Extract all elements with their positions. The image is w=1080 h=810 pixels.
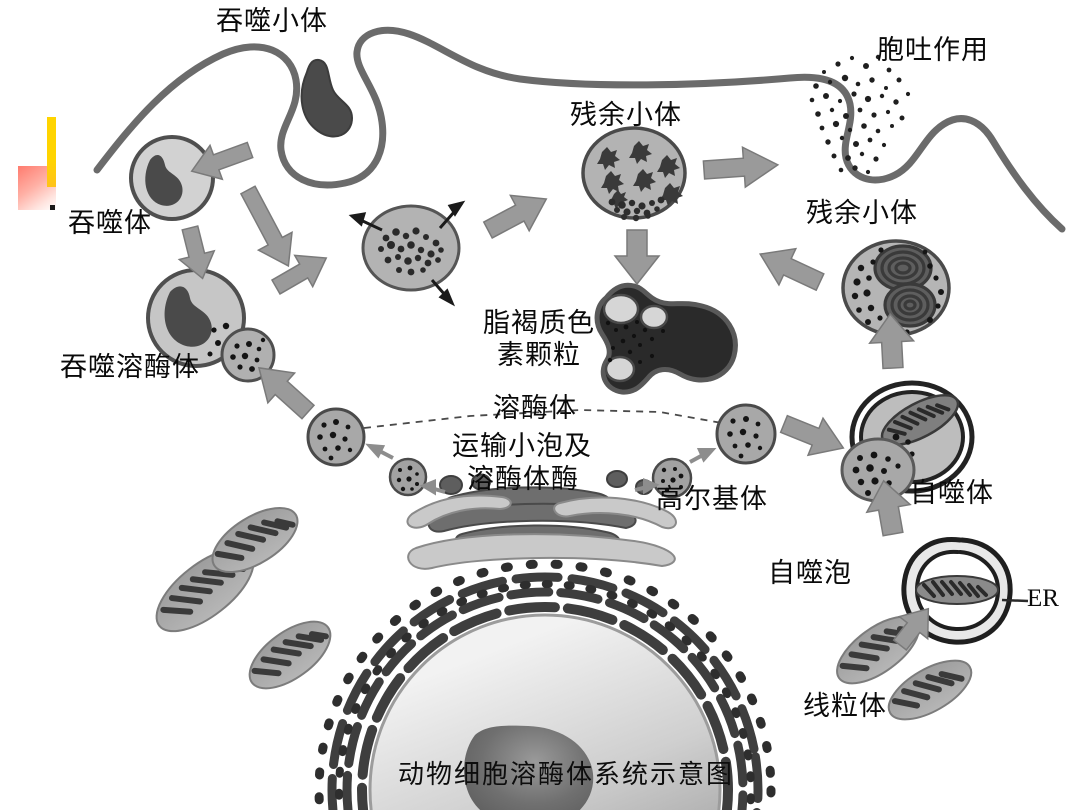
golgi-vesicle-arrows (365, 443, 717, 496)
figure-caption: 动物细胞溶酶体系统示意图 (398, 760, 735, 789)
residual-body-right (841, 239, 951, 337)
flow-arrows (177, 141, 930, 651)
label-transport-vesicle-line2: 溶酶体酶 (467, 464, 579, 494)
lipofuscin-granule (594, 282, 738, 395)
label-residual-body-right: 残余小体 (806, 198, 918, 228)
exocytosis-granules (809, 54, 911, 175)
label-mitochondria: 线粒体 (803, 691, 887, 721)
label-phagosome: 吞噬体 (68, 208, 152, 238)
lysosome-left (306, 407, 366, 467)
lysosome-right (715, 403, 777, 465)
label-golgi: 高尔基体 (656, 484, 768, 514)
nucleus-with-rough-er (314, 559, 776, 810)
label-phagolysosome: 吞噬溶酶体 (60, 352, 200, 382)
phagosome-vesicle (129, 135, 215, 221)
mitochondrion-3 (248, 620, 332, 690)
lysosome-leader-line (363, 409, 723, 429)
ingested-particle (300, 58, 354, 138)
mitochondrion-2 (211, 506, 299, 574)
decorative-yellow-bar (47, 117, 56, 187)
transport-vesicle-right-small (651, 457, 693, 499)
label-transport-vesicle-line1: 运输小泡及 (452, 431, 592, 461)
transport-vesicle-left-small (388, 457, 428, 497)
label-autophagic-vacuole: 自噬泡 (768, 558, 852, 588)
label-residual-body-top: 残余小体 (570, 100, 682, 130)
label-phagosome-particle: 吞噬小体 (216, 6, 328, 36)
mitochondrion-5 (887, 659, 973, 721)
residual-body-top (581, 126, 687, 222)
label-autophagosome: 自噬体 (910, 478, 994, 508)
decorative-black-dot (50, 205, 55, 210)
autophagic-vacuole-er-cup (901, 537, 1029, 645)
label-lysosome: 溶酶体 (493, 393, 577, 423)
secondary-lysosome (348, 200, 466, 307)
label-lipofuscin-line2: 素颗粒 (497, 340, 581, 370)
label-lipofuscin-line1: 脂褐质色 (483, 308, 595, 338)
label-exocytosis: 胞吐作用 (877, 35, 989, 65)
autophagosome (840, 380, 975, 503)
label-er: ER (1027, 585, 1059, 612)
plasma-membrane (93, 26, 1066, 233)
